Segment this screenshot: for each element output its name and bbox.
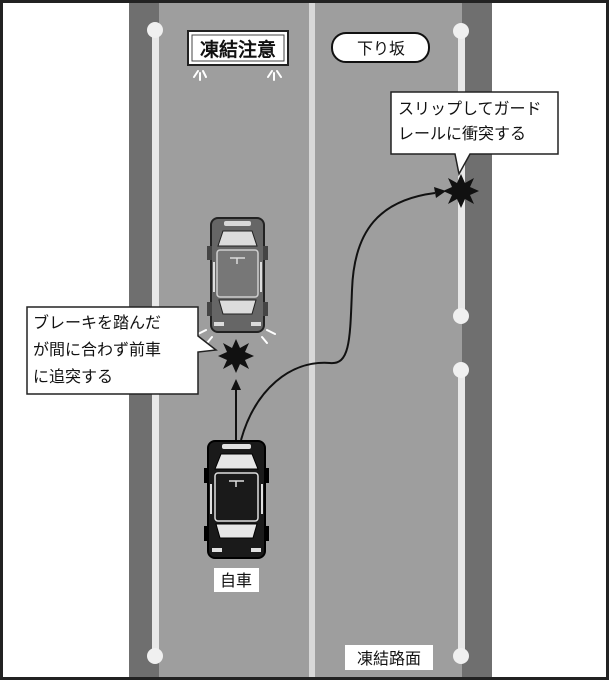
ice-warning-text: 凍結注意	[200, 38, 276, 61]
own-car-text: 自車	[220, 571, 252, 590]
rear-end-crash-line-2: が間に合わず前車	[33, 340, 161, 359]
brake-light-rays	[197, 329, 276, 344]
road-surface-label: 凍結路面	[345, 645, 433, 670]
ahead-car	[197, 217, 276, 344]
guardrail-crash-callout: スリップしてガード レールに衝突する	[390, 91, 559, 177]
rear-end-crash-line-3: に追突する	[33, 367, 113, 386]
rear-end-crash-line-1: ブレーキを踏んだ	[33, 313, 161, 332]
skid-path-arrow	[240, 187, 446, 441]
post-cap-3	[453, 362, 469, 378]
guardrail-crash-line-1: スリップしてガード	[398, 99, 542, 118]
rear-end-crash-callout: ブレーキを踏んだ が間に合わず前車 に追突する	[26, 306, 218, 395]
post-cap-2	[453, 308, 469, 324]
center-line	[309, 3, 315, 677]
downhill-sign: 下り坂	[331, 32, 430, 63]
post-cap-top-left	[147, 22, 163, 38]
downhill-text: 下り坂	[357, 39, 405, 58]
post-cap-4	[453, 648, 469, 664]
own-car-label: 自車	[214, 568, 259, 592]
ice-warning-sign: 凍結注意	[187, 30, 289, 81]
guardrail-right	[453, 23, 469, 664]
rear-end-impact-icon	[218, 339, 254, 373]
straight-arrow	[231, 379, 241, 440]
own-car	[204, 440, 269, 559]
post-cap-1	[453, 23, 469, 39]
sparkle-marks	[193, 70, 282, 81]
road-surface-text: 凍結路面	[357, 649, 421, 668]
guardrail-crash-line-2: レールに衝突する	[398, 124, 526, 143]
guardrail-impact-icon	[443, 174, 479, 208]
post-cap-bottom-left	[147, 648, 163, 664]
